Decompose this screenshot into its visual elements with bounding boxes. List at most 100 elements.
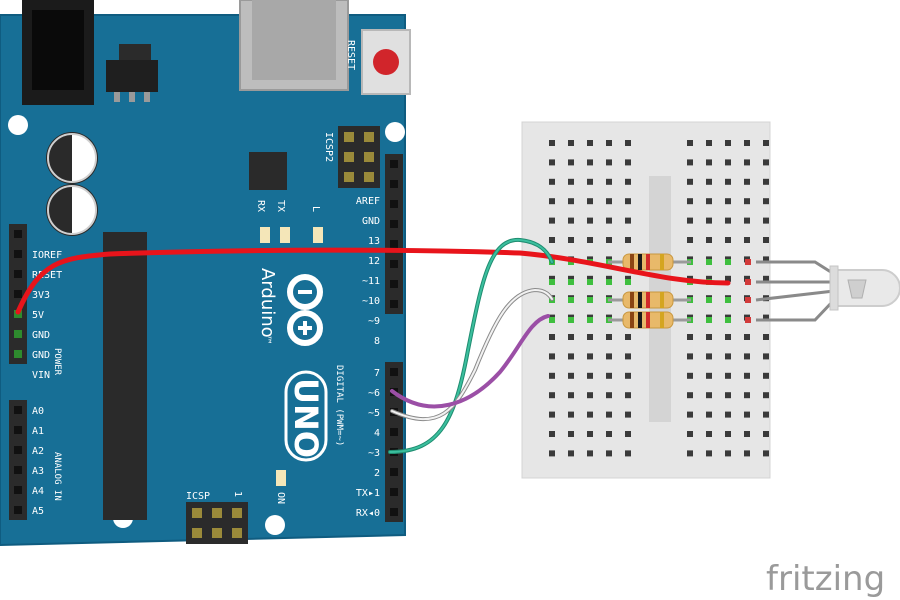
header-pin (344, 132, 354, 142)
breadboard-hole (568, 275, 574, 282)
icsp-pin1-label: 1 (232, 491, 243, 497)
breadboard-hole (725, 372, 731, 379)
breadboard-hole (625, 217, 631, 224)
pin-label: IOREF (32, 250, 62, 261)
pin-label: 4 (374, 428, 380, 439)
breadboard-hole (687, 237, 693, 243)
breadboard-hole (606, 237, 612, 243)
breadboard-hole (549, 353, 555, 360)
mounting-hole (265, 515, 285, 535)
header-pin (390, 240, 398, 248)
reset-button[interactable] (361, 29, 411, 95)
breadboard-hole (568, 237, 574, 243)
breadboard-hole (587, 372, 593, 379)
breadboard-hole (725, 431, 731, 437)
breadboard-hole (587, 431, 593, 437)
breadboard-hole (606, 178, 612, 185)
breadboard-hole (687, 353, 693, 360)
breadboard-hole (706, 198, 712, 205)
header-pin (390, 300, 398, 308)
breadboard-hole (587, 411, 593, 418)
breadboard-hole (725, 237, 731, 243)
breadboard-hole (587, 217, 593, 224)
breadboard-hole (587, 178, 593, 185)
mounting-hole (385, 122, 405, 142)
breadboard-hole (625, 353, 631, 360)
uno-badge (284, 370, 328, 462)
breadboard-hole (763, 275, 769, 282)
breadboard-hole (744, 450, 750, 457)
rx-led (260, 227, 270, 243)
breadboard-hole (706, 178, 712, 185)
breadboard-hole (549, 198, 555, 205)
pin-label: 2 (374, 468, 380, 479)
breadboard-hole (606, 217, 612, 224)
icsp2-label: ICSP2 (323, 132, 334, 162)
breadboard-hole (763, 256, 769, 263)
breadboard-hole (687, 217, 693, 224)
breadboard-hole (687, 178, 693, 185)
led-leg (756, 298, 836, 322)
breadboard-hole (606, 392, 612, 399)
pin-label: ~9 (368, 316, 380, 327)
header-pin (14, 290, 22, 298)
pin-label: RESET (32, 270, 62, 281)
breadboard-hole (568, 217, 574, 224)
header-pin (390, 160, 398, 168)
breadboard-hole (706, 334, 712, 340)
breadboard-hole (725, 334, 731, 340)
microcontroller-chip (103, 232, 147, 520)
led-flange (829, 265, 839, 311)
pin-label: RX◂0 (356, 508, 380, 519)
header-pin (14, 486, 22, 494)
rgb-led (755, 260, 900, 322)
led-body (833, 269, 900, 307)
breadboard-hole (568, 178, 574, 185)
breadboard-hole (625, 198, 631, 205)
pin-label: A1 (32, 426, 44, 437)
pin6-wire (390, 314, 550, 409)
header-pin (364, 172, 374, 182)
breadboard-hole (549, 159, 555, 166)
breadboard-hole (687, 411, 693, 418)
breadboard-hole (763, 411, 769, 418)
capacitor (46, 184, 98, 236)
breadboard-hole (606, 334, 612, 340)
pin-label: GND (32, 330, 50, 341)
icsp2-header (338, 126, 380, 188)
analog-section-label: ANALOG IN (52, 452, 62, 501)
rx-label: RX (255, 200, 266, 212)
pin-label: AREF (356, 196, 380, 207)
breadboard-hole (763, 334, 769, 340)
breadboard-hole (549, 334, 555, 340)
breadboard-hole (687, 450, 693, 457)
breadboard-hole (744, 217, 750, 224)
breadboard-hole (763, 140, 769, 146)
breadboard-hole (606, 372, 612, 379)
l-led (313, 227, 323, 243)
breadboard-hole (568, 198, 574, 205)
header-pin (390, 368, 398, 376)
breadboard-hole (706, 392, 712, 399)
header-pin (14, 446, 22, 454)
breadboard-hole (549, 450, 555, 457)
breadboard-hole (568, 372, 574, 379)
power-section-label: POWER (52, 348, 62, 376)
breadboard-hole (725, 198, 731, 205)
pin3-wire-inner (389, 238, 553, 453)
breadboard-hole (725, 178, 731, 185)
arduino-logo-icon (287, 274, 323, 346)
header-pin (344, 152, 354, 162)
breadboard-hole (706, 431, 712, 437)
header-pin (232, 528, 242, 538)
breadboard-hole (706, 140, 712, 146)
breadboard-hole (568, 353, 574, 360)
header-pin (14, 466, 22, 474)
breadboard-hole (744, 275, 750, 282)
breadboard-hole (568, 411, 574, 418)
breadboard-hole (606, 353, 612, 360)
breadboard-hole (587, 140, 593, 146)
breadboard-hole (568, 392, 574, 399)
breadboard-hole (763, 198, 769, 205)
